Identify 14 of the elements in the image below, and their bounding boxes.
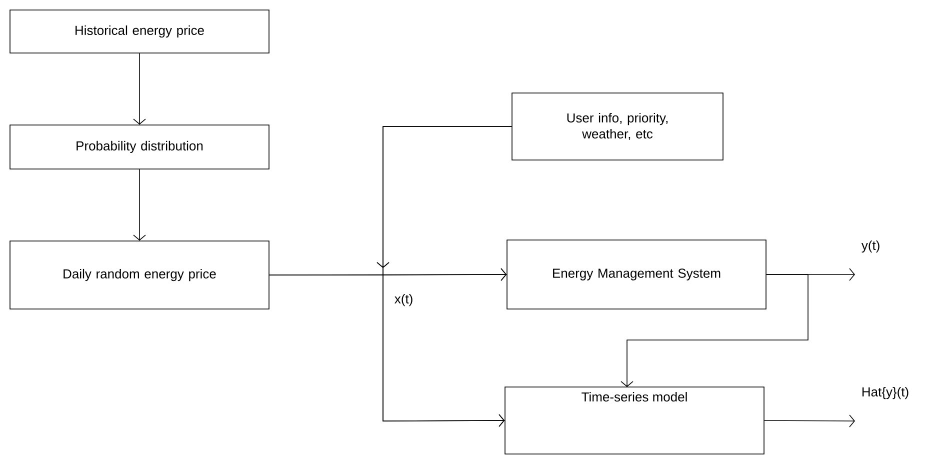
arrow (133, 169, 146, 241)
arrow (133, 53, 146, 125)
process-box: Time-series model (504, 386, 764, 454)
arrow (376, 126, 512, 427)
edge-label: x(t) (393, 292, 414, 308)
process-box: Energy Management System (506, 240, 766, 310)
process-box: Daily random energy price (10, 240, 270, 310)
arrow (764, 414, 856, 428)
arrow (620, 274, 808, 387)
process-box: User info, priority, weather, etc (512, 92, 724, 160)
edge-label: y(t) (860, 239, 882, 254)
process-box: Probability distribution (10, 124, 270, 170)
process-box: Historical energy price (10, 10, 270, 54)
edge-label: Hat{y}(t) (860, 386, 910, 400)
